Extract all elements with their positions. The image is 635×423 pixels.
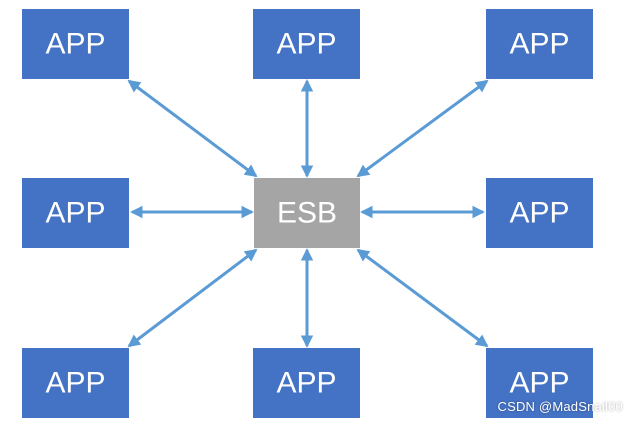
app-label: APP bbox=[276, 367, 336, 400]
app-label: APP bbox=[509, 28, 569, 61]
esb-label: ESB bbox=[277, 197, 337, 230]
app-box-bottom-left: APP bbox=[22, 348, 129, 418]
app-label: APP bbox=[45, 28, 105, 61]
connector-bottom-right bbox=[356, 248, 489, 348]
app-box-bottom-center: APP bbox=[253, 348, 360, 418]
connectors bbox=[127, 79, 489, 348]
app-label: APP bbox=[45, 367, 105, 400]
app-box-top-right: APP bbox=[486, 9, 593, 79]
connector-top-right bbox=[356, 79, 489, 178]
app-box-middle-right: APP bbox=[486, 178, 593, 248]
app-box-bottom-right: APP bbox=[486, 348, 593, 418]
app-label: APP bbox=[509, 367, 569, 400]
esb-hub-box: ESB bbox=[254, 178, 360, 248]
connector-top-left bbox=[127, 79, 258, 178]
app-label: APP bbox=[509, 197, 569, 230]
app-label: APP bbox=[45, 197, 105, 230]
app-box-top-left: APP bbox=[22, 9, 129, 79]
app-box-middle-left: APP bbox=[22, 178, 129, 248]
app-box-top-center: APP bbox=[253, 9, 360, 79]
app-label: APP bbox=[276, 28, 336, 61]
watermark-text: CSDN @MadSnail00 bbox=[497, 399, 623, 414]
connector-bottom-left bbox=[127, 248, 258, 348]
